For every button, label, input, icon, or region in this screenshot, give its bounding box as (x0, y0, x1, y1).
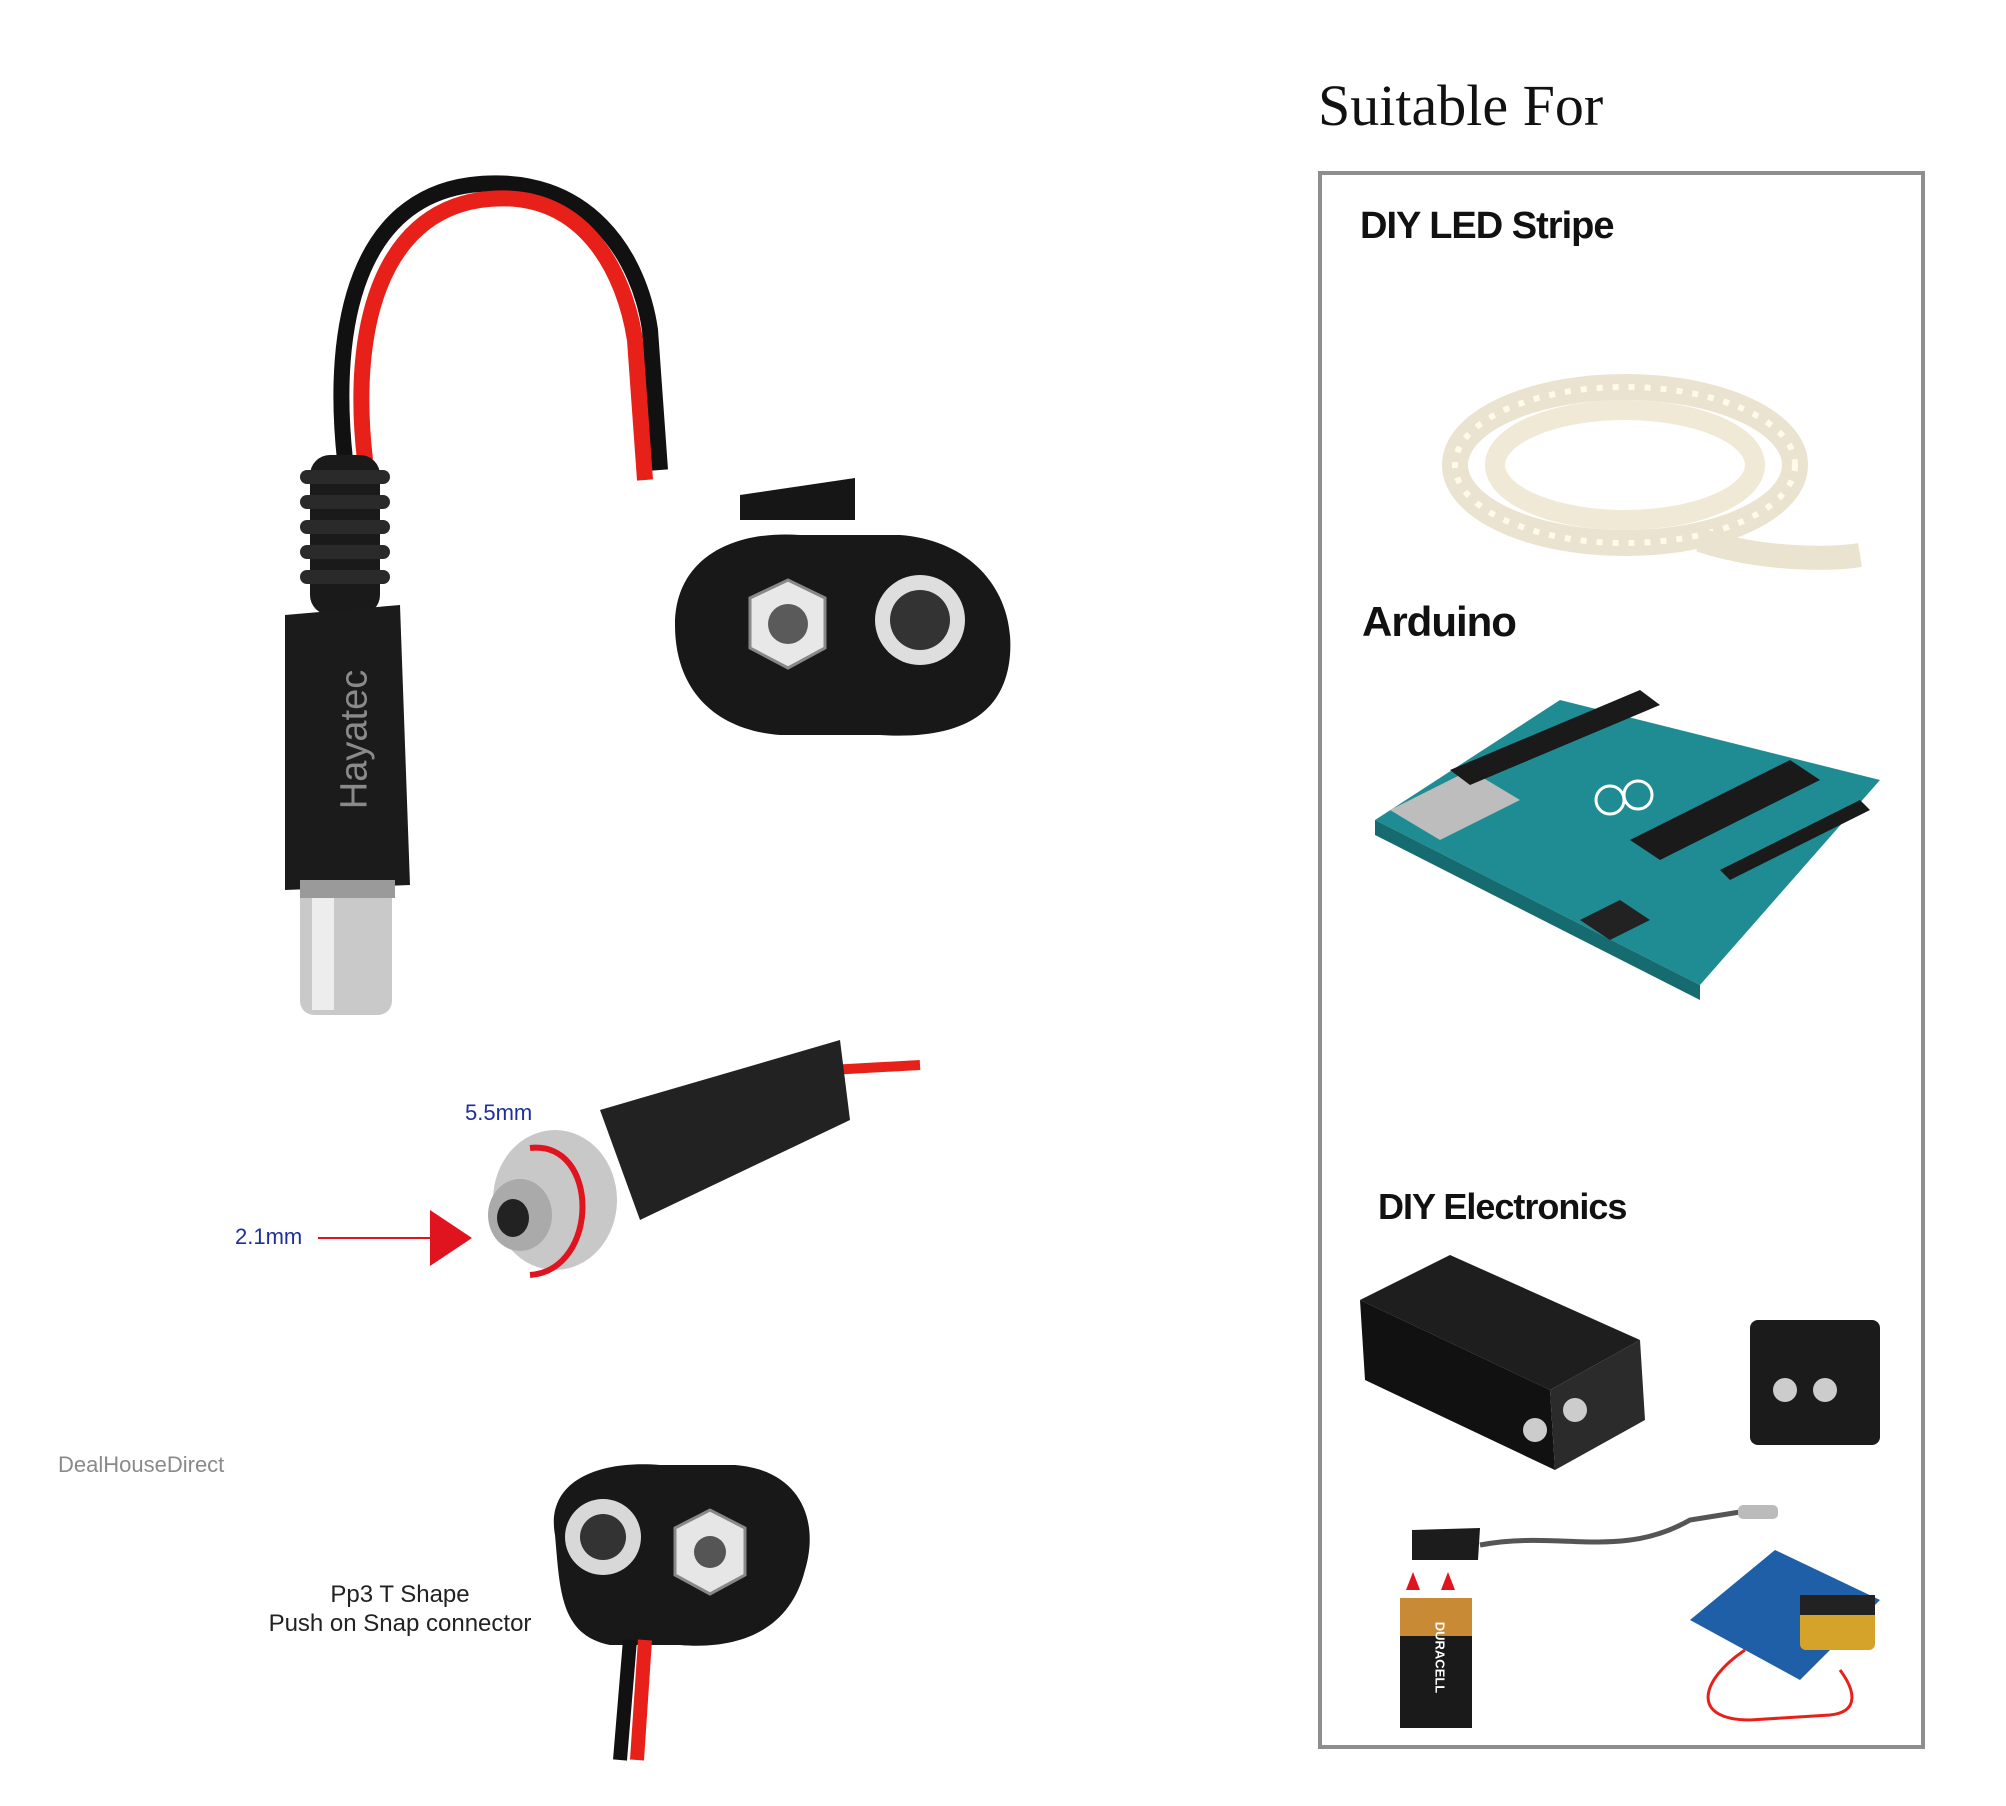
plug-closeup (488, 1040, 921, 1270)
outer-diameter-label: 5.5mm (465, 1100, 533, 1125)
strain-relief (300, 455, 390, 615)
arduino-board-image (1375, 690, 1880, 1000)
red-wire (353, 190, 653, 481)
led-strip-image (1442, 374, 1862, 570)
watermark: DealHouseDirect (58, 1452, 225, 1477)
arduino-with-battery-image (1690, 1550, 1880, 1722)
duracell-label: DURACELL (1432, 1621, 1448, 1694)
snap-caption: Pp3 T Shape Push on Snap connector (245, 1580, 555, 1638)
suitable-for-heading: Suitable For (1318, 73, 1604, 138)
inner-diameter-label: 2.1mm (235, 1224, 303, 1249)
outer-diameter-ring (529, 1144, 586, 1278)
snap-caption-line-2: Push on Snap connector (268, 1610, 532, 1637)
snap-connector-bottom (553, 1464, 810, 1761)
battery-with-snap-image (1400, 1505, 1778, 1728)
battery-box-image (1750, 1320, 1880, 1445)
section-title-arduino: Arduino (1362, 598, 1517, 645)
section-title-electronics: DIY Electronics (1378, 1186, 1627, 1227)
snap-connector-top (675, 478, 1011, 736)
snap-caption-line-1: Pp3 T Shape (330, 1581, 470, 1608)
dc-plug-body (285, 605, 410, 890)
section-title-led: DIY LED Stripe (1360, 205, 1614, 247)
battery-holder-image (1360, 1255, 1645, 1470)
black-wire (333, 175, 668, 471)
inner-diameter-arrow-head (430, 1210, 472, 1266)
